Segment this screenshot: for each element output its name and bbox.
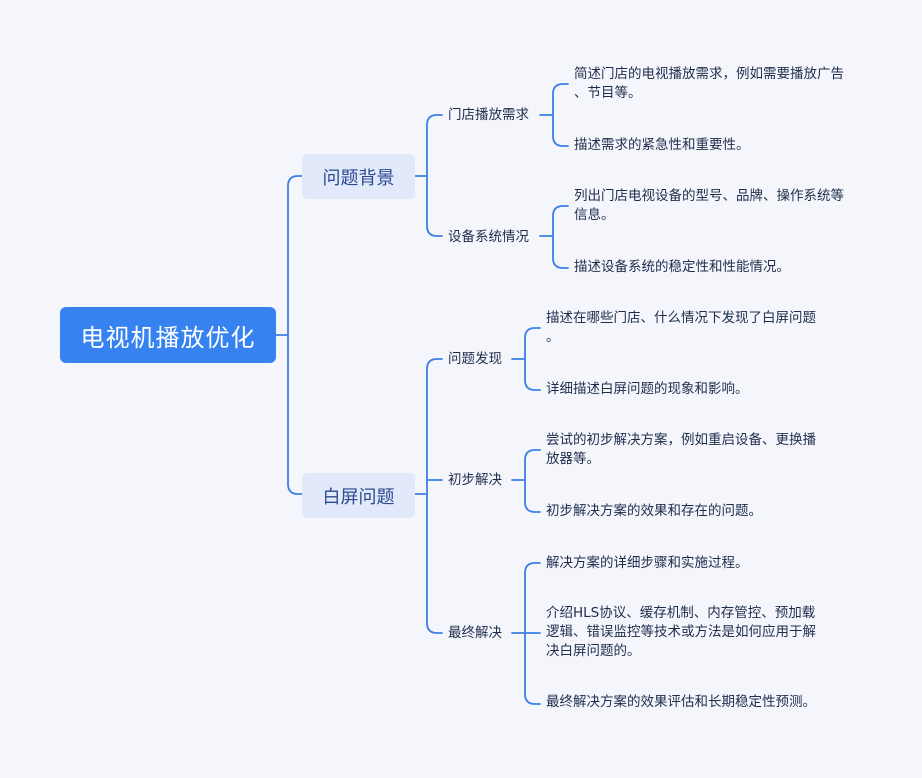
leaf-initial-fix-2[interactable]: 初步解决方案的效果和存在的问题。 xyxy=(546,503,762,519)
leaf-device-system-1[interactable]: 列出门店电视设备的型号、品牌、操作系统等信息。 xyxy=(574,188,844,223)
link-final-fix xyxy=(511,562,541,705)
root-node[interactable]: 电视机播放优化 xyxy=(60,307,276,363)
link-branch-background xyxy=(414,114,443,237)
leaf-store-needs-2[interactable]: 描述需求的紧急性和重要性。 xyxy=(574,137,750,153)
node-store-needs[interactable]: 门店播放需求 xyxy=(448,107,529,123)
node-device-system[interactable]: 设备系统情况 xyxy=(448,229,529,245)
node-initial-fix[interactable]: 初步解决 xyxy=(448,472,502,488)
leaf-store-needs-1[interactable]: 简述门店的电视播放需求，例如需要播放广告、节目等。 xyxy=(574,66,844,101)
link-branch-whitescreen xyxy=(414,358,443,634)
node-problem-found[interactable]: 问题发现 xyxy=(448,351,502,367)
leaf-final-fix-2[interactable]: 介绍HLS协议、缓存机制、内存管控、预加载逻辑、错误监控等技术或方法是如何应用于… xyxy=(546,605,816,659)
branch-background[interactable]: 问题背景 xyxy=(302,154,415,199)
branch-whitescreen[interactable]: 白屏问题 xyxy=(302,473,415,518)
link-device-system xyxy=(539,205,569,269)
link-store-needs xyxy=(539,83,569,147)
leaf-device-system-2[interactable]: 描述设备系统的稳定性和性能情况。 xyxy=(574,259,790,275)
leaf-final-fix-1[interactable]: 解决方案的详细步骤和实施过程。 xyxy=(546,555,749,571)
leaf-problem-found-1[interactable]: 描述在哪些门店、什么情况下发现了白屏问题。 xyxy=(546,310,816,345)
leaf-problem-found-2[interactable]: 详细描述白屏问题的现象和影响。 xyxy=(546,381,749,397)
link-problem-found xyxy=(511,327,541,391)
link-initial-fix xyxy=(511,449,541,513)
node-final-fix[interactable]: 最终解决 xyxy=(448,625,502,641)
leaf-final-fix-3[interactable]: 最终解决方案的效果评估和长期稳定性预测。 xyxy=(546,694,816,710)
link-root-branches xyxy=(275,175,303,495)
leaf-initial-fix-1[interactable]: 尝试的初步解决方案，例如重启设备、更换播放器等。 xyxy=(546,432,816,467)
